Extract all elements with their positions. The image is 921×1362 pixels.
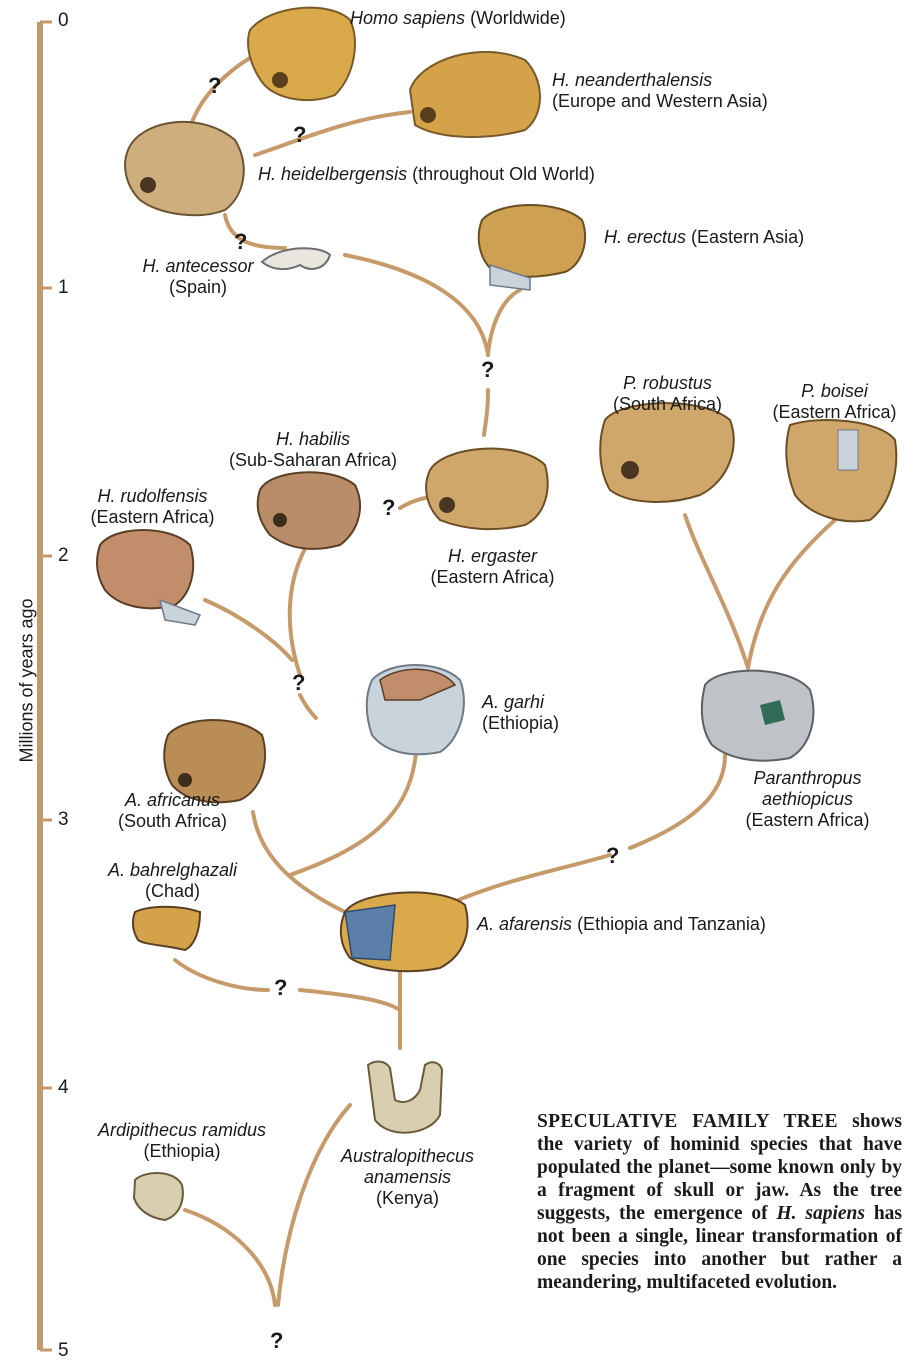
unknown-marker: ? [208, 73, 221, 99]
unknown-marker: ? [606, 843, 619, 869]
branch-habilis [290, 540, 310, 675]
branch-aethiopicus-low [440, 855, 610, 908]
skull-homo-sapiens [248, 8, 355, 100]
branch-aethiopicus-high [630, 755, 725, 848]
skull-rudolfensis [97, 530, 200, 625]
skull-ergaster [426, 449, 548, 530]
branch-erectus-right [488, 290, 520, 355]
skull-bahrelghazali [133, 907, 200, 950]
tick-label-2: 2 [58, 545, 69, 567]
skull-heidelbergensis [125, 122, 244, 215]
label-neanderthalensis: H. neanderthalensis(Europe and Western A… [552, 70, 768, 112]
caption-heading: SPECULATIVE FAMILY TREE [537, 1111, 838, 1132]
tick-label-0: 0 [58, 10, 69, 32]
skull-neanderthalensis [410, 52, 540, 137]
branch-bahrelghazali [175, 960, 268, 990]
label-heidelbergensis: H. heidelbergensis (throughout Old World… [258, 164, 595, 185]
skull-garhi [367, 665, 464, 754]
unknown-marker: ? [481, 357, 494, 383]
tick-label-5: 5 [58, 1340, 69, 1362]
label-afarensis: A. afarensis (Ethiopia and Tanzania) [477, 914, 766, 935]
branch-ramidus [185, 1210, 275, 1305]
label-africanus: A. africanus(South Africa) [105, 790, 240, 832]
caption: SPECULATIVE FAMILY TREE shows the variet… [537, 1110, 902, 1294]
skull-robustus [600, 403, 733, 502]
unknown-marker: ? [293, 122, 306, 148]
label-rudolfensis: H. rudolfensis(Eastern Africa) [80, 486, 225, 528]
label-habilis: H. habilis(Sub-Saharan Africa) [218, 429, 408, 471]
branch-to-trunk [300, 990, 400, 1010]
branch-habilis-ergaster [400, 498, 425, 508]
branch-ergaster [484, 390, 488, 435]
unknown-marker: ? [292, 670, 305, 696]
label-garhi: A. garhi(Ethiopia) [482, 692, 559, 734]
label-ramidus: Ardipithecus ramidus(Ethiopia) [82, 1120, 282, 1162]
branch-boisei [748, 520, 835, 668]
time-axis [40, 22, 52, 1350]
caption-emphasis: H. sapiens [777, 1203, 865, 1224]
label-boisei: P. boisei(Eastern Africa) [762, 381, 907, 423]
unknown-marker: ? [382, 495, 395, 521]
skull-boisei [786, 420, 896, 521]
branch-neanderthal [255, 112, 410, 155]
skull-habilis [258, 472, 360, 549]
tick-label-1: 1 [58, 277, 69, 299]
branch-rudolfensis [205, 600, 292, 660]
skull-antecessor [262, 248, 330, 269]
label-robustus: P. robustus(South Africa) [600, 373, 735, 415]
skull-ramidus [134, 1173, 183, 1220]
skulls [97, 8, 896, 1220]
skull-aethiopicus [702, 671, 814, 761]
label-erectus: H. erectus (Eastern Asia) [604, 227, 804, 248]
label-antecessor: H. antecessor(Spain) [138, 256, 258, 298]
branch-robustus [685, 515, 748, 668]
label-bahrelghazali: A. bahrelghazali(Chad) [95, 860, 250, 902]
tick-label-3: 3 [58, 809, 69, 831]
skull-erectus [479, 205, 585, 290]
axis-title: Millions of years ago [17, 596, 38, 766]
branch-africanus [253, 812, 345, 912]
unknown-marker: ? [274, 975, 287, 1001]
branch-homo-root [300, 695, 316, 718]
unknown-marker: ? [234, 229, 247, 255]
label-homo-sapiens: Homo sapiens (Worldwide) [350, 8, 566, 29]
branch-garhi [290, 752, 416, 875]
unknown-marker: ? [270, 1328, 283, 1354]
skull-afarensis [341, 892, 468, 971]
label-ergaster: H. ergaster(Eastern Africa) [420, 546, 565, 588]
branch-erectus-left [345, 255, 488, 355]
skull-anamensis [368, 1062, 442, 1133]
tick-label-4: 4 [58, 1077, 69, 1099]
